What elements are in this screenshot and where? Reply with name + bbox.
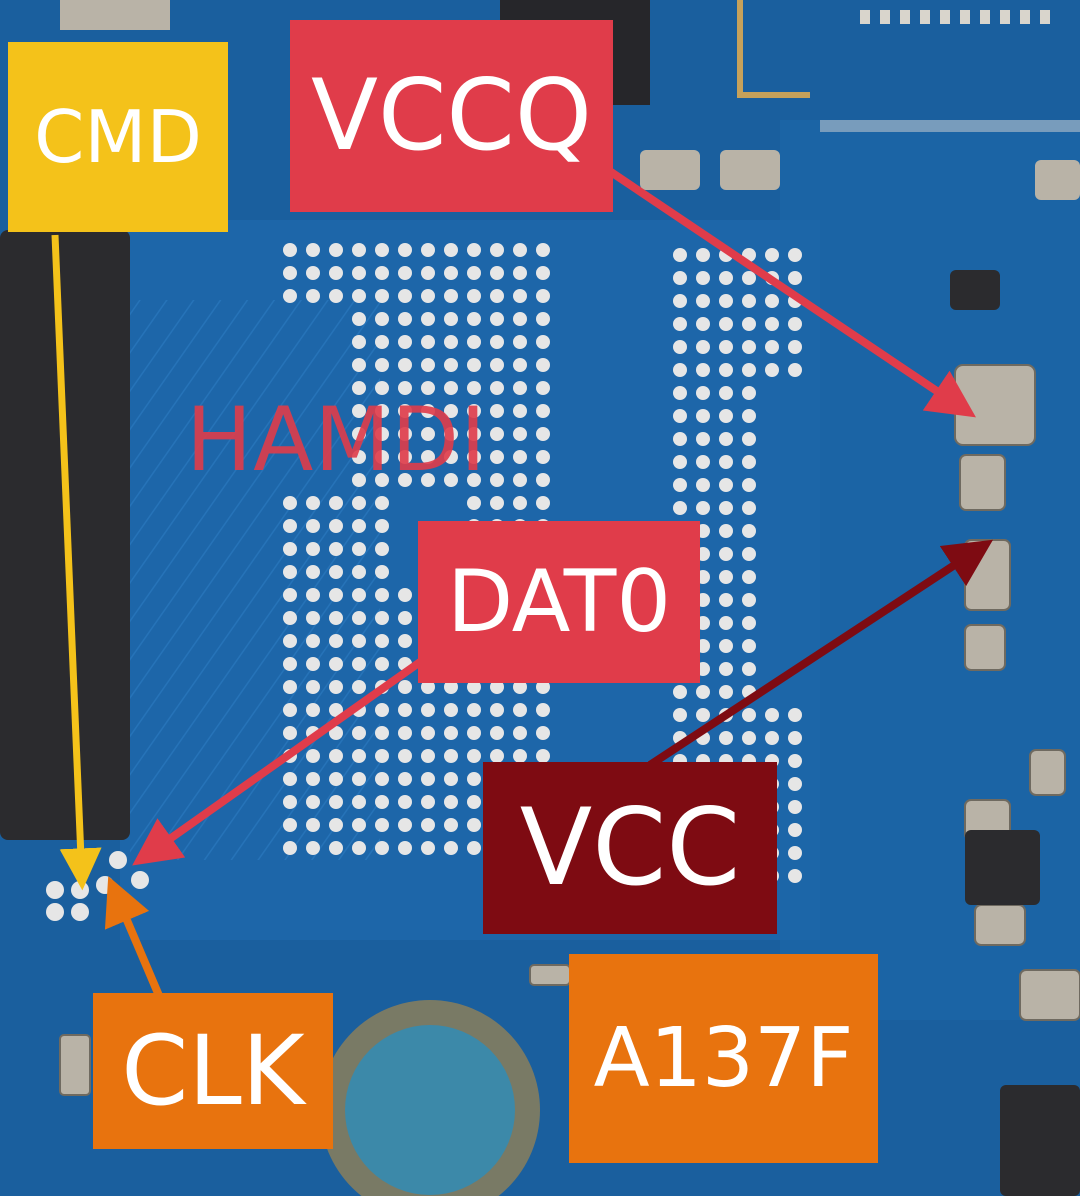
vcc-label: VCC [483,762,777,934]
vcc-arrow [647,539,994,769]
clk-label: CLK [93,993,333,1149]
model-label: A137F [569,954,878,1163]
vccq-label: VCCQ [290,20,613,212]
vccq-arrow [602,164,976,418]
watermark-text: HAMDI [186,388,488,491]
clk-arrow [104,876,164,1000]
dat0-label: DAT0 [418,521,700,683]
dat0-arrow [132,651,433,866]
cmd-arrow [51,234,102,891]
cmd-label: CMD [8,42,228,232]
